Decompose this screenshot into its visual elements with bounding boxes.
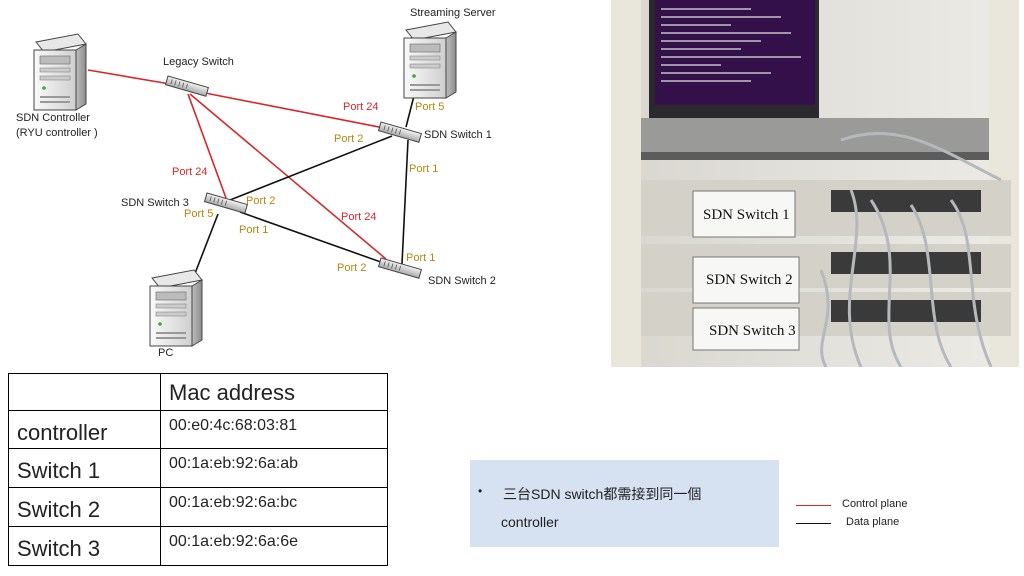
- table-header-empty: [8, 373, 161, 411]
- sdn-controller-sublabel: (RYU controller ): [16, 127, 98, 139]
- table-row: Switch 1 00:1a:eb:92:6a:ab: [8, 448, 388, 488]
- device-name-cell: Switch 1: [8, 448, 161, 488]
- port-label-legacy-s1: Port 24: [343, 101, 378, 113]
- sdn-switch-2-icon: [377, 257, 422, 279]
- device-name-cell: controller: [8, 410, 161, 449]
- port-label-server-s1: Port 5: [415, 101, 444, 113]
- link-s1-s3: [229, 135, 393, 201]
- mac-cell: 00:1a:eb:92:6a:ab: [160, 448, 388, 488]
- data-plane-line-icon: [796, 523, 831, 524]
- table-row: Switch 3 00:1a:eb:92:6a:6e: [8, 526, 388, 566]
- note-box: • 三台SDN switch都需接到同一個 controller: [470, 460, 779, 547]
- photo-label-switch-3: SDN Switch 3: [692, 307, 800, 351]
- svg-text:SDN Switch 1: SDN Switch 1: [703, 207, 790, 223]
- note-line-1: 三台SDN switch都需接到同一個: [503, 486, 702, 502]
- link-s3-pc: [193, 213, 219, 277]
- note-line-2: controller: [501, 514, 559, 530]
- port-label-s3-s1: Port 2: [246, 195, 275, 207]
- sdn-switch-3-label: SDN Switch 3: [121, 197, 189, 209]
- control-plane-line-icon: [796, 505, 831, 506]
- mac-cell: 00:1a:eb:92:6a:6e: [160, 526, 388, 566]
- link-controller-legacy: [87, 69, 171, 85]
- sdn-switch-3-icon: [203, 192, 248, 214]
- photo-label-switch-2: SDN Switch 2: [692, 256, 800, 304]
- data-plane-links: [193, 87, 417, 277]
- photo-label-switch-1: SDN Switch 1: [692, 190, 796, 238]
- mac-cell: 00:1a:eb:92:6a:bc: [160, 487, 388, 527]
- streaming-server-icon: [403, 21, 457, 99]
- port-label-s3-s2: Port 1: [239, 224, 268, 236]
- port-label-legacy-s2: Port 24: [341, 211, 376, 223]
- legend-data-plane: Data plane: [796, 516, 996, 530]
- link-s3-s2: [239, 211, 393, 267]
- pc-label: PC: [158, 347, 173, 359]
- mac-address-table: Mac address controller 00:e0:4c:68:03:81…: [8, 373, 388, 566]
- port-label-legacy-s3: Port 24: [172, 166, 207, 178]
- streaming-server-label: Streaming Server: [410, 7, 496, 19]
- legacy-switch-label: Legacy Switch: [163, 56, 234, 68]
- port-label-s1-s2: Port 1: [409, 163, 438, 175]
- sdn-switch-2-label: SDN Switch 2: [428, 275, 496, 287]
- network-diagram: Streaming Server Legacy Switch SDN Contr…: [16, 7, 496, 359]
- svg-text:SDN Switch 2: SDN Switch 2: [706, 272, 793, 288]
- port-label-s1-s3: Port 2: [334, 133, 363, 145]
- legacy-switch-icon: [164, 75, 209, 97]
- device-name-cell: Switch 2: [8, 487, 161, 527]
- legend-data-label: Data plane: [846, 516, 900, 528]
- device-name-cell: Switch 3: [8, 526, 161, 566]
- table-row: Switch 2 00:1a:eb:92:6a:bc: [8, 487, 388, 527]
- port-label-s2-s1: Port 1: [406, 252, 435, 264]
- port-label-s3-pc: Port 5: [184, 208, 213, 220]
- rack-photo: SDN Switch 1 SDN Switch 2 SDN Switch 3: [611, 0, 1019, 367]
- sdn-switch-1-icon: [377, 121, 422, 143]
- svg-text:SDN Switch 3: SDN Switch 3: [709, 323, 796, 339]
- bullet-icon: •: [478, 484, 483, 498]
- pc-icon: [149, 269, 203, 347]
- sdn-switch-1-label: SDN Switch 1: [424, 129, 492, 141]
- table-row: controller 00:e0:4c:68:03:81: [8, 410, 388, 449]
- table-header-row: Mac address: [8, 373, 388, 411]
- legend: Control plane Data plane: [796, 498, 996, 538]
- port-label-s2-s3: Port 2: [337, 262, 366, 274]
- sdn-controller-server-icon: [33, 33, 87, 111]
- control-plane-links: [87, 69, 387, 260]
- legend-control-plane: Control plane: [796, 498, 996, 512]
- legend-control-label: Control plane: [842, 498, 908, 510]
- link-legacy-s1: [199, 91, 385, 129]
- mac-cell: 00:e0:4c:68:03:81: [160, 410, 388, 449]
- link-legacy-s3: [187, 93, 227, 199]
- table-header-mac: Mac address: [160, 373, 388, 411]
- link-s1-s2: [401, 139, 409, 265]
- sdn-controller-label: SDN Controller: [16, 112, 90, 124]
